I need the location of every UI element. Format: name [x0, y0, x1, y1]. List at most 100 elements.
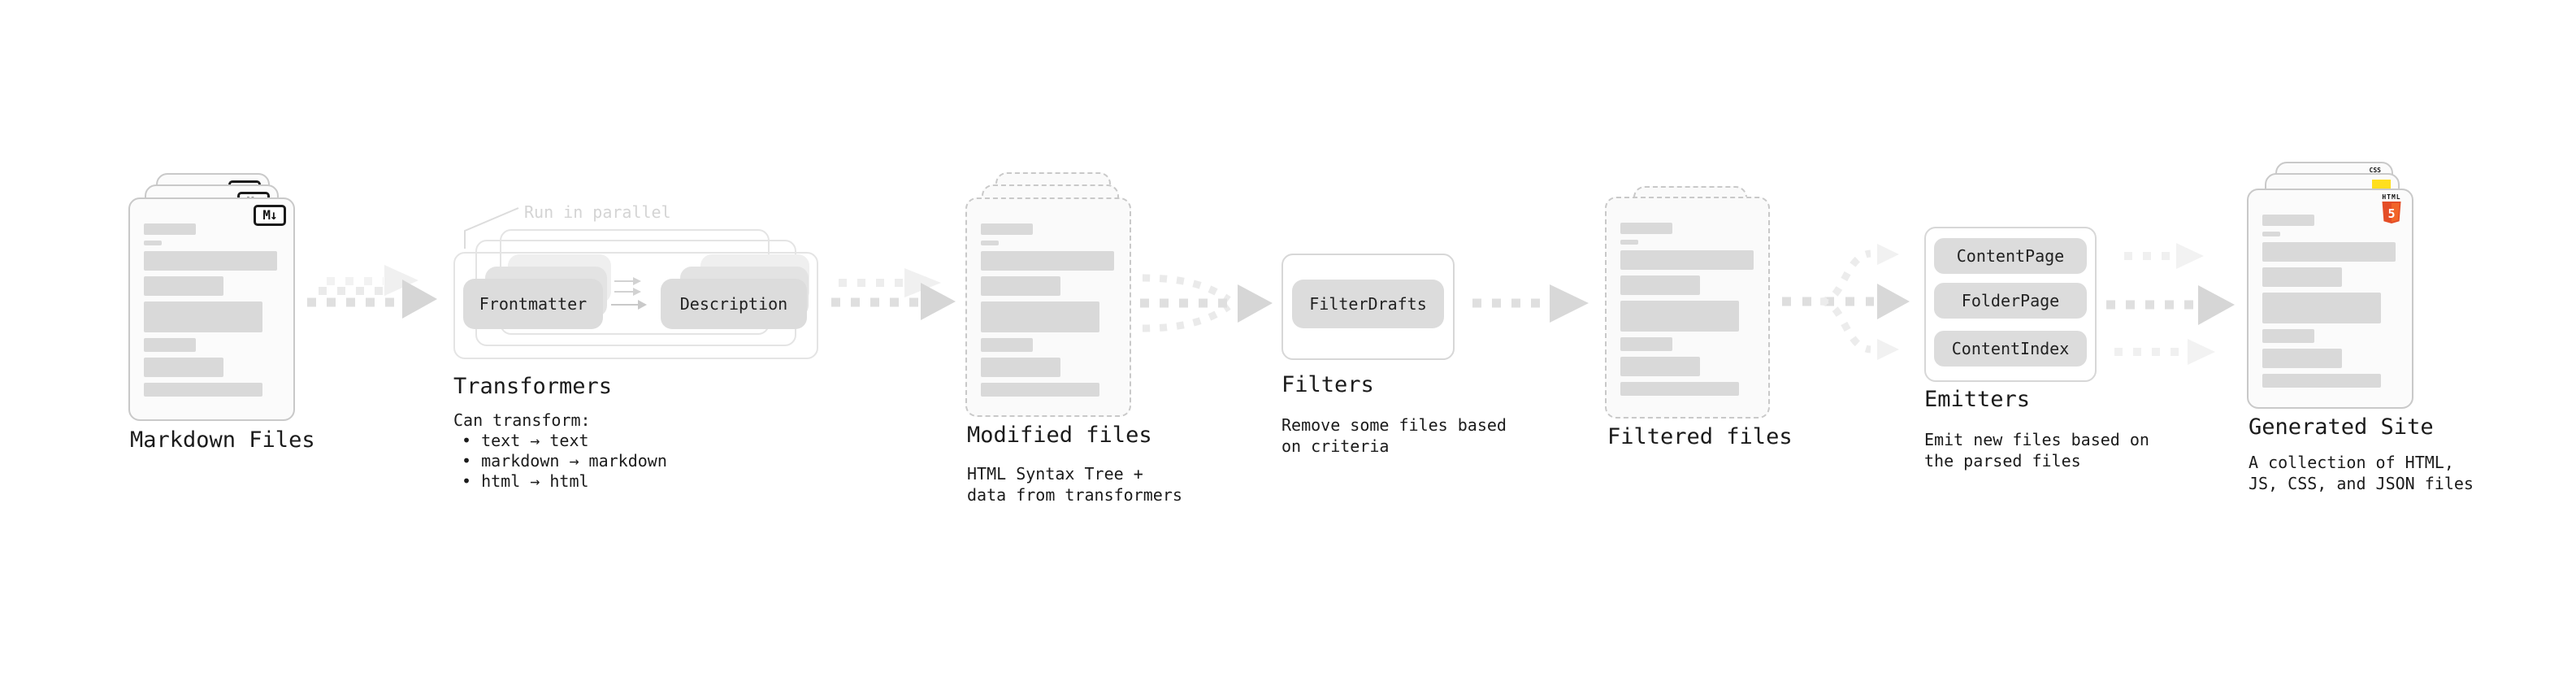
run-in-parallel-note: Run in parallel: [524, 202, 671, 222]
content-page-pill: ContentPage: [1934, 238, 2087, 274]
node-emitters: ContentPage FolderPage ContentIndex: [1924, 227, 2097, 382]
transform-bullet: text → text: [453, 431, 667, 451]
content-bar: [981, 338, 1033, 352]
flow-arrow-icon: [307, 265, 437, 319]
subtitle-line: HTML Syntax Tree +: [967, 464, 1143, 484]
content-bar: [2262, 242, 2396, 262]
node-modified-files: [965, 172, 1136, 417]
can-transform-label: Can transform:: [453, 410, 591, 430]
transformers-title: Transformers: [453, 374, 613, 399]
note-leader-line: [464, 207, 519, 249]
description-pill: Description: [661, 279, 807, 329]
document-content-placeholder: [2262, 215, 2396, 388]
node-generated-site: CSS HTML 5: [2247, 162, 2418, 409]
frontmatter-pill-label: Frontmatter: [479, 294, 588, 314]
file-card-front: [965, 197, 1131, 417]
content-bar: [981, 383, 1099, 397]
subtitle-line: the parsed files: [1924, 451, 2081, 471]
content-page-label: ContentPage: [1956, 246, 2065, 266]
content-bar: [144, 301, 262, 332]
content-bar: [981, 301, 1099, 332]
content-bar: [144, 358, 223, 377]
modified-files-subtitle: HTML Syntax Tree + data from transformer…: [967, 463, 1182, 505]
subtitle-line: on criteria: [1281, 436, 1390, 456]
node-transformers: Frontmatter Description: [453, 229, 823, 363]
content-bar: [981, 358, 1060, 377]
folder-page-label: FolderPage: [1961, 291, 2060, 310]
content-bar: [1620, 301, 1739, 332]
filter-drafts-label: FilterDrafts: [1309, 294, 1427, 314]
split-arrow-icon: [1782, 244, 1910, 360]
markdown-icon: M↓: [254, 205, 286, 226]
parallel-arrows-icon: [2106, 243, 2235, 365]
content-bar: [2262, 267, 2342, 287]
content-bar: [981, 223, 1033, 235]
content-bar: [2262, 215, 2314, 226]
content-bar: [144, 251, 277, 271]
content-bar: [2262, 374, 2381, 388]
html5-word: HTML: [2382, 193, 2401, 201]
filtered-files-title: Filtered files: [1607, 424, 1793, 449]
emitters-subtitle: Emit new files based on the parsed files: [1924, 429, 2149, 471]
document-content-placeholder: [1620, 223, 1754, 396]
content-index-label: ContentIndex: [1951, 339, 2070, 358]
flow-arrow-icon: [1472, 284, 1589, 323]
document-content-placeholder: [981, 223, 1114, 397]
emitters-title: Emitters: [1924, 387, 2031, 412]
filters-subtitle: Remove some files based on criteria: [1281, 414, 1507, 457]
content-bar: [981, 251, 1114, 271]
merge-arrow-icon: [1140, 274, 1273, 332]
folder-page-pill: FolderPage: [1934, 283, 2087, 319]
transformers-description: Can transform: text → text markdown → ma…: [453, 410, 667, 492]
generated-site-subtitle: A collection of HTML, JS, CSS, and JSON …: [2249, 452, 2474, 494]
markdown-files-title: Markdown Files: [130, 427, 315, 453]
subtitle-line: data from transformers: [967, 485, 1182, 505]
file-card-front: HTML 5: [2247, 189, 2413, 409]
modified-files-title: Modified files: [967, 423, 1152, 448]
content-bar: [144, 223, 196, 235]
content-bar: [1620, 250, 1754, 270]
js-icon: [2372, 180, 2391, 189]
flow-arrow-icon: [831, 268, 956, 320]
content-bar: [144, 338, 196, 352]
content-index-pill: ContentIndex: [1934, 331, 2087, 367]
content-bar: [1620, 382, 1739, 396]
html5-shield-icon: 5: [2382, 202, 2401, 223]
frontmatter-pill: Frontmatter: [463, 279, 603, 329]
subtitle-line: Emit new files based on: [1924, 430, 2149, 449]
content-bar: [2262, 293, 2381, 323]
node-filtered-files: [1605, 186, 1776, 419]
subtitle-line: A collection of HTML,: [2249, 453, 2454, 472]
transform-bullet: markdown → markdown: [453, 451, 667, 471]
file-card-front: [1605, 197, 1770, 419]
transformer-layer-front: [453, 252, 818, 359]
html5-number: 5: [2387, 206, 2395, 221]
generated-site-title: Generated Site: [2249, 414, 2434, 440]
subtitle-line: JS, CSS, and JSON files: [2249, 474, 2474, 493]
content-bar: [981, 276, 1060, 296]
content-bar: [981, 241, 999, 245]
css-label: CSS: [2369, 167, 2381, 174]
content-bar: [2262, 232, 2280, 236]
content-bar: [1620, 337, 1672, 351]
content-bar: [2262, 349, 2342, 368]
description-pill-label: Description: [679, 294, 788, 314]
content-bar: [144, 276, 223, 296]
document-content-placeholder: [144, 223, 277, 397]
html5-icon: HTML 5: [2381, 193, 2402, 223]
filter-drafts-pill: FilterDrafts: [1292, 280, 1444, 328]
content-bar: [1620, 223, 1672, 234]
content-bar: [144, 383, 262, 397]
node-markdown-files: M↓ M↓ M↓: [128, 173, 299, 421]
content-bar: [144, 241, 162, 245]
file-card-front: M↓: [128, 197, 295, 421]
content-bar: [2262, 329, 2314, 343]
content-bar: [1620, 240, 1638, 245]
content-bar: [1620, 275, 1700, 295]
transform-bullet: html → html: [453, 471, 667, 492]
node-filters: FilterDrafts: [1281, 254, 1455, 360]
transform-step-arrows-icon: [611, 277, 647, 310]
content-bar: [1620, 357, 1700, 376]
subtitle-line: Remove some files based: [1281, 415, 1507, 435]
